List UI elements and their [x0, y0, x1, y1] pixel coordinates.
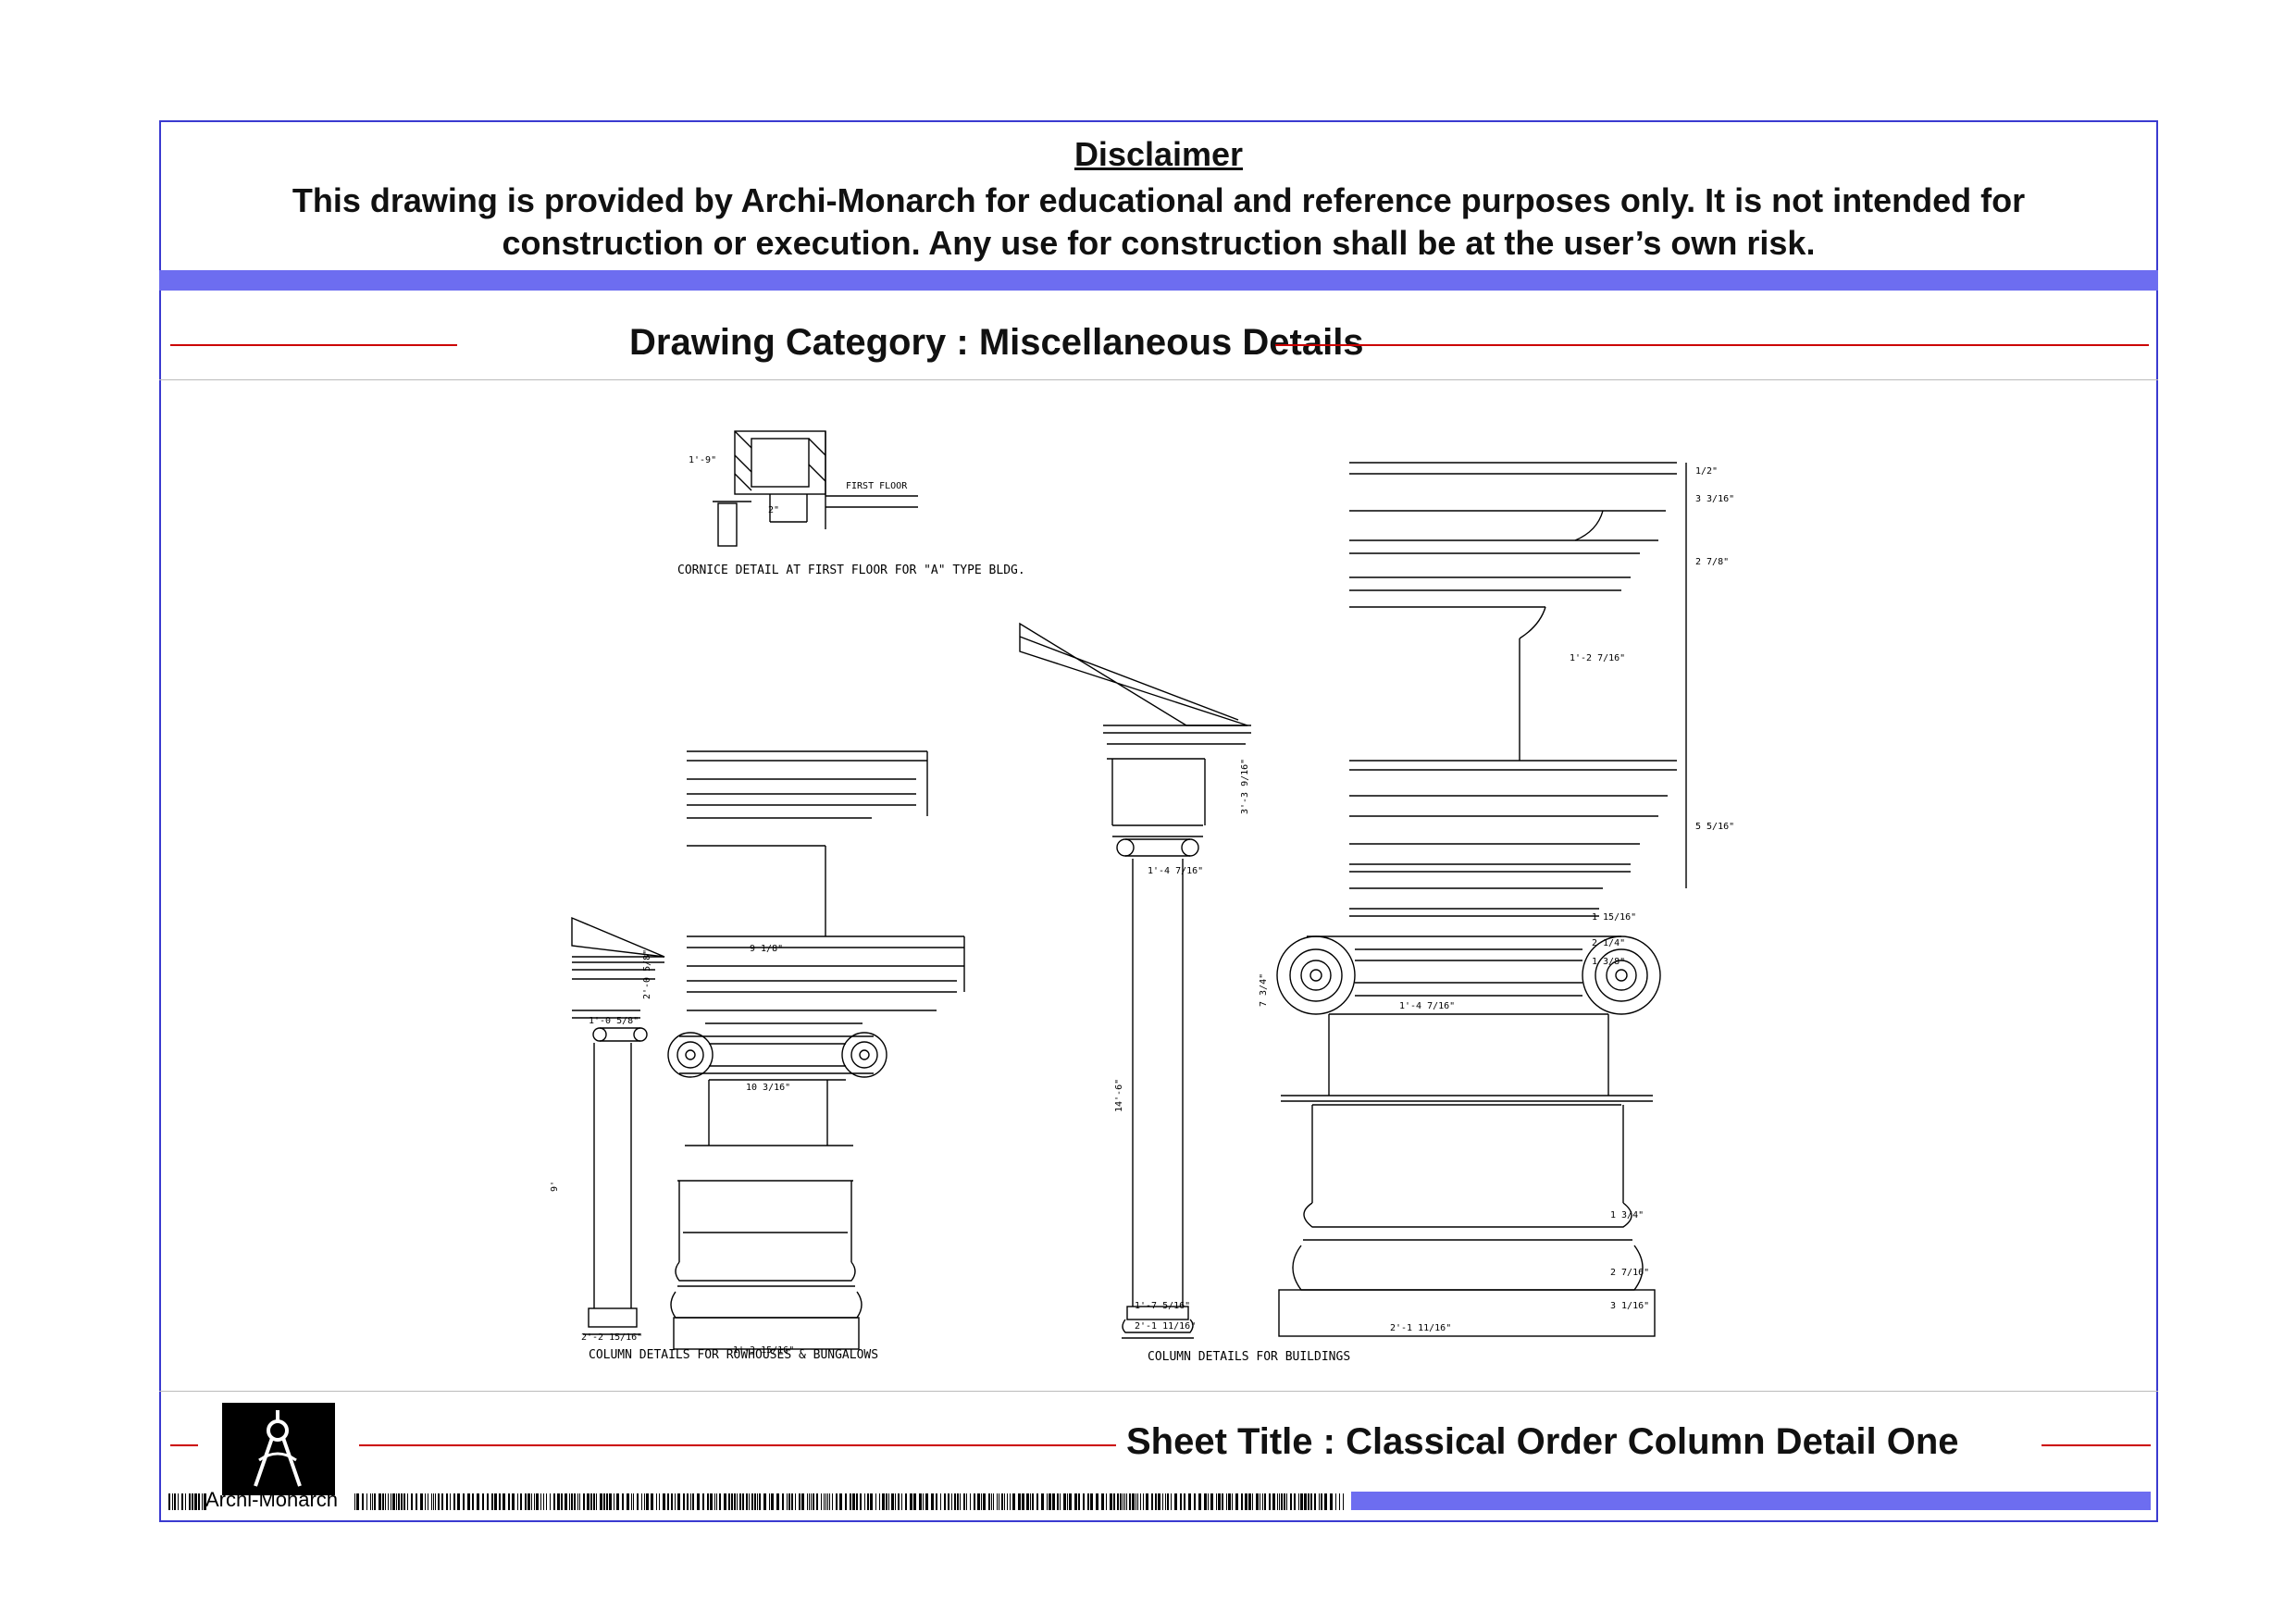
building-cap-dim: 1'-4 7/16" [1148, 866, 1203, 876]
archi-monarch-logo [222, 1403, 335, 1495]
capital-dim-b: 2 1/4" [1592, 938, 1625, 948]
base-dim-c: 3 1/16" [1610, 1301, 1649, 1311]
base-width: 2'-1 11/16" [1390, 1323, 1451, 1333]
rowhouse-height-dim: 9' [550, 1181, 560, 1192]
title-rule-right [2042, 1444, 2151, 1446]
building-entab-height: 3'-3 9/16" [1240, 759, 1250, 814]
capital-height: 7 3/4" [1259, 973, 1269, 1007]
title-rule-left [359, 1444, 1116, 1446]
rowhouse-cap-height: 2'-0 5/8" [642, 949, 652, 999]
building-capital [1276, 908, 1661, 1102]
logo-text: Archi-Monarch [205, 1488, 339, 1511]
disclaimer-line-1: This drawing is provided by Archi-Monarc… [292, 181, 2026, 219]
entab-dim-5: 5 5/16" [1695, 822, 1734, 832]
building-plinth-dim: 2'-1 11/16" [1135, 1321, 1196, 1332]
category-row: Drawing Category : Miscellaneous Details [159, 291, 2158, 380]
compass-icon [254, 1410, 302, 1487]
disclaimer-title: Disclaimer [1074, 135, 1244, 173]
cornice-detail [713, 430, 918, 547]
base-dim-a: 1 3/4" [1610, 1210, 1644, 1220]
rowhouse-entab-dim: 9 1/8" [750, 944, 783, 954]
cornice-dim: 1'-9" [689, 455, 716, 465]
entab-dim-3: 2 7/8" [1695, 557, 1729, 567]
base-dim-b: 2 7/16" [1610, 1268, 1649, 1278]
rowhouse-capital-dim: 10 3/16" [746, 1083, 790, 1093]
title-rule-left-short [170, 1444, 198, 1446]
disclaimer-text: This drawing is provided by Archi-Monarc… [159, 180, 2158, 265]
barcode-strip [168, 1493, 1344, 1510]
entab-dim-2: 3 3/16" [1695, 494, 1734, 504]
rowhouse-small-column [571, 916, 665, 1335]
rowhouse-base-width: 1'-3 15/16" [733, 1345, 794, 1356]
footer-band [1351, 1492, 2151, 1510]
buildings-caption: COLUMN DETAILS FOR BUILDINGS [1148, 1350, 1350, 1364]
disclaimer-block: Disclaimer This drawing is provided by A… [159, 120, 2158, 268]
rowhouse-entablature [687, 750, 965, 1011]
header-band [159, 270, 2158, 291]
building-base [1278, 1104, 1656, 1337]
building-entablature [1349, 462, 1687, 889]
footer-divider [159, 1391, 2158, 1392]
cornice-dim-2: 2" [768, 505, 779, 515]
entab-dim-1: 1/2" [1695, 466, 1718, 477]
drawing-category: Drawing Category : Miscellaneous Details [629, 322, 1364, 363]
rowhouse-caption: COLUMN DETAILS FOR ROWHOUSES & BUNGALOWS [589, 1348, 878, 1362]
rowhouse-capital [667, 1022, 887, 1146]
cornice-caption: CORNICE DETAIL AT FIRST FLOOR FOR "A" TY… [677, 564, 1025, 577]
sheet-title: Sheet Title : Classical Order Column Det… [1126, 1421, 1959, 1462]
category-rule-right [1275, 344, 2149, 346]
building-shaft-dim: 1'-7 5/16" [1135, 1301, 1190, 1311]
rowhouse-base [670, 1180, 863, 1350]
disclaimer-line-2: construction or execution. Any use for c… [502, 224, 1816, 262]
building-shaft-height: 14'-6" [1114, 1079, 1124, 1112]
technical-drawing: CORNICE DETAIL AT FIRST FLOOR FOR "A" TY… [550, 430, 1734, 1364]
rowhouse-base-dim: 2'-2 15/16" [581, 1332, 642, 1343]
first-floor-label: FIRST FLOOR [846, 481, 908, 491]
capital-dim-a: 1 15/16" [1592, 912, 1636, 923]
sheet-frame [159, 120, 2158, 1522]
building-small-column [1019, 622, 1251, 1339]
capital-width: 1'-4 7/16" [1399, 1001, 1455, 1011]
category-rule-left [170, 344, 457, 346]
capital-dim-c: 1 3/8" [1592, 957, 1625, 967]
entab-dim-4: 1'-2 7/16" [1570, 653, 1625, 663]
rowhouse-cap-dim: 1'-0 5/8" [589, 1016, 639, 1026]
